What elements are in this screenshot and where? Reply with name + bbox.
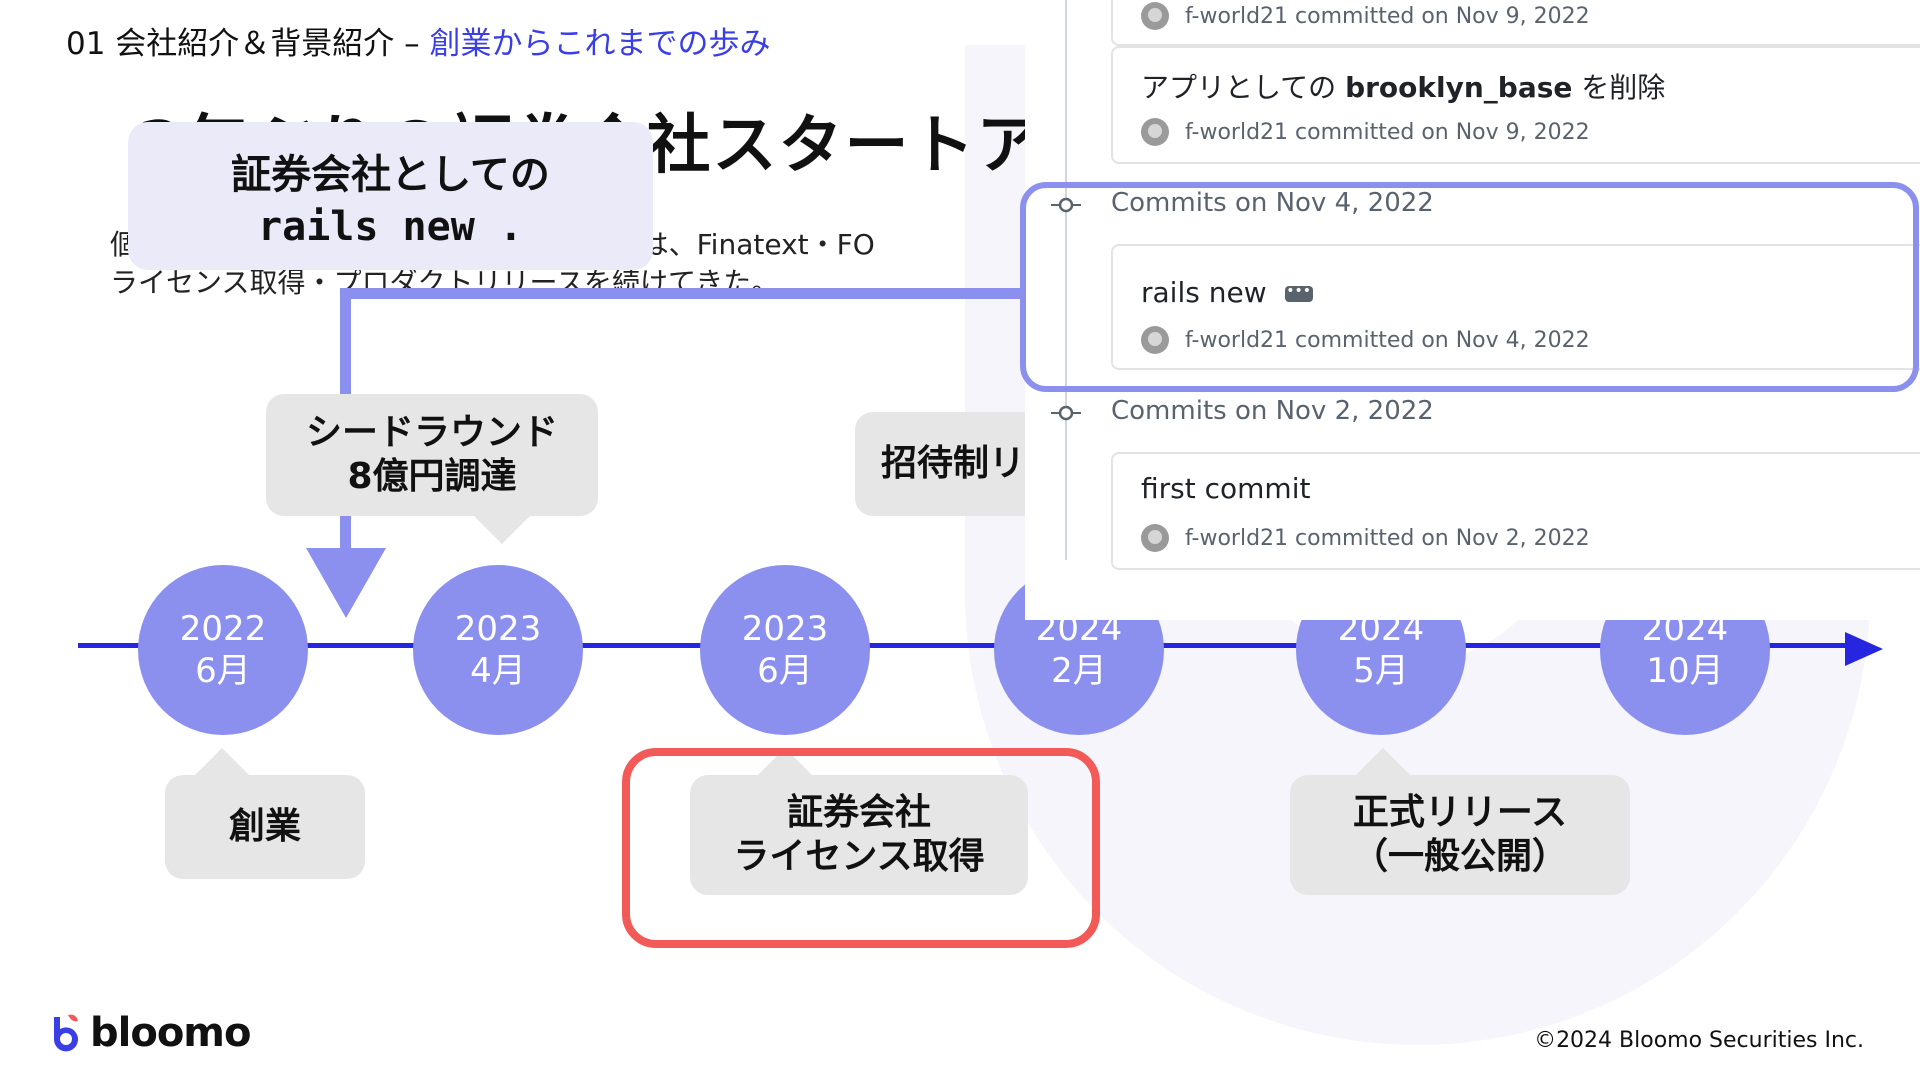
author-avatar — [1141, 2, 1169, 30]
git-commit-icon — [1051, 197, 1081, 213]
commit-message-text: rails new — [1141, 276, 1267, 309]
node-month: 6月 — [757, 651, 813, 691]
event-founding: 創業 — [165, 775, 365, 879]
event-invite-label: 招待制リ — [881, 443, 1026, 484]
timeline-arrowhead — [1845, 632, 1883, 666]
commit-group-heading-nov-2: Commits on Nov 2, 2022 — [1111, 396, 1434, 426]
bloomo-logo-icon — [53, 1014, 78, 1052]
event-founding-pointer — [194, 748, 250, 776]
section-header: 01 会社紹介＆背景紹介 – 創業からこれまでの歩み — [66, 18, 771, 63]
commit-message[interactable]: first commit — [1141, 472, 1311, 505]
node-month: 6月 — [195, 651, 251, 691]
commit-message[interactable]: rails new ••• — [1141, 276, 1313, 309]
node-month: 2月 — [1051, 651, 1107, 691]
node-year: 2023 — [741, 609, 829, 649]
commit-card-top[interactable]: f-world21 committed on Nov 9, 2022 — [1111, 0, 1920, 46]
event-license-line-2: ライセンス取得 — [733, 836, 985, 877]
event-license: 証券会社 ライセンス取得 — [690, 775, 1028, 895]
commit-card-remove-brooklyn-base[interactable]: アプリとしての brooklyn_base を削除 f-world21 comm… — [1111, 46, 1920, 164]
commit-meta: f-world21 committed on Nov 9, 2022 — [1185, 3, 1590, 29]
event-seed-pointer — [474, 516, 530, 544]
node-month: 10月 — [1646, 651, 1724, 691]
commit-meta: f-world21 committed on Nov 2, 2022 — [1185, 525, 1590, 551]
commit-message-post: を削除 — [1572, 71, 1666, 104]
commit-message-code: brooklyn_base — [1345, 71, 1573, 104]
node-month: 5月 — [1353, 651, 1409, 691]
event-release-line-1: 正式リリース — [1352, 792, 1568, 833]
event-release-pointer — [1355, 748, 1411, 776]
event-seed-line-2: 8億円調達 — [347, 456, 517, 497]
connector-horizontal — [340, 288, 1025, 299]
bloomo-logo-text: bloomo — [90, 1010, 251, 1056]
github-commits-panel: f-world21 committed on Nov 9, 2022 アプリとし… — [1025, 0, 1920, 620]
license-highlight-frame — [622, 748, 1100, 948]
section-header-accent: 創業からこれまでの歩み — [429, 26, 771, 62]
commit-timeline-line — [1065, 0, 1067, 560]
commit-message[interactable]: アプリとしての brooklyn_base を削除 — [1141, 66, 1665, 106]
callout-line-2: rails new . — [258, 204, 523, 250]
commit-card-rails-new[interactable]: rails new ••• f-world21 committed on Nov … — [1111, 244, 1920, 370]
node-year: 2023 — [454, 609, 542, 649]
node-year: 2022 — [179, 609, 267, 649]
timeline-node-2023-04: 2023 4月 — [413, 565, 583, 735]
rails-new-callout: 証券会社としての rails new . — [128, 122, 653, 270]
expand-ellipsis-button[interactable]: ••• — [1284, 284, 1313, 302]
commit-message-pre: アプリとしての — [1141, 71, 1346, 104]
event-seed-round: シードラウンド 8億円調達 — [266, 394, 598, 516]
timeline-node-2022-06: 2022 6月 — [138, 565, 308, 735]
timeline-node-2023-06: 2023 6月 — [700, 565, 870, 735]
commit-meta: f-world21 committed on Nov 9, 2022 — [1185, 119, 1590, 145]
author-avatar — [1141, 326, 1169, 354]
author-avatar — [1141, 524, 1169, 552]
commit-meta: f-world21 committed on Nov 4, 2022 — [1185, 327, 1590, 353]
commit-group-heading-nov-4: Commits on Nov 4, 2022 — [1111, 188, 1434, 218]
event-founding-label: 創業 — [228, 806, 301, 847]
bloomo-logo: bloomo — [50, 1010, 251, 1056]
copyright-notice: ©2024 Bloomo Securities Inc. — [1534, 1028, 1864, 1053]
git-commit-icon — [1051, 405, 1081, 421]
connector-arrowhead — [306, 548, 386, 618]
callout-line-1: 証券会社としての — [231, 152, 550, 198]
node-month: 4月 — [470, 651, 526, 691]
author-avatar — [1141, 118, 1169, 146]
event-release-line-2: （一般公開） — [1351, 836, 1568, 877]
event-official-release: 正式リリース （一般公開） — [1290, 775, 1630, 895]
event-license-line-1: 証券会社 — [786, 792, 931, 833]
timeline-axis — [78, 643, 1858, 648]
rails-new-highlight-frame — [1020, 182, 1919, 392]
section-header-prefix: 01 会社紹介＆背景紹介 – — [66, 26, 420, 62]
event-seed-line-1: シードラウンド — [305, 412, 558, 453]
commit-card-first-commit[interactable]: first commit f-world21 committed on Nov … — [1111, 452, 1920, 570]
